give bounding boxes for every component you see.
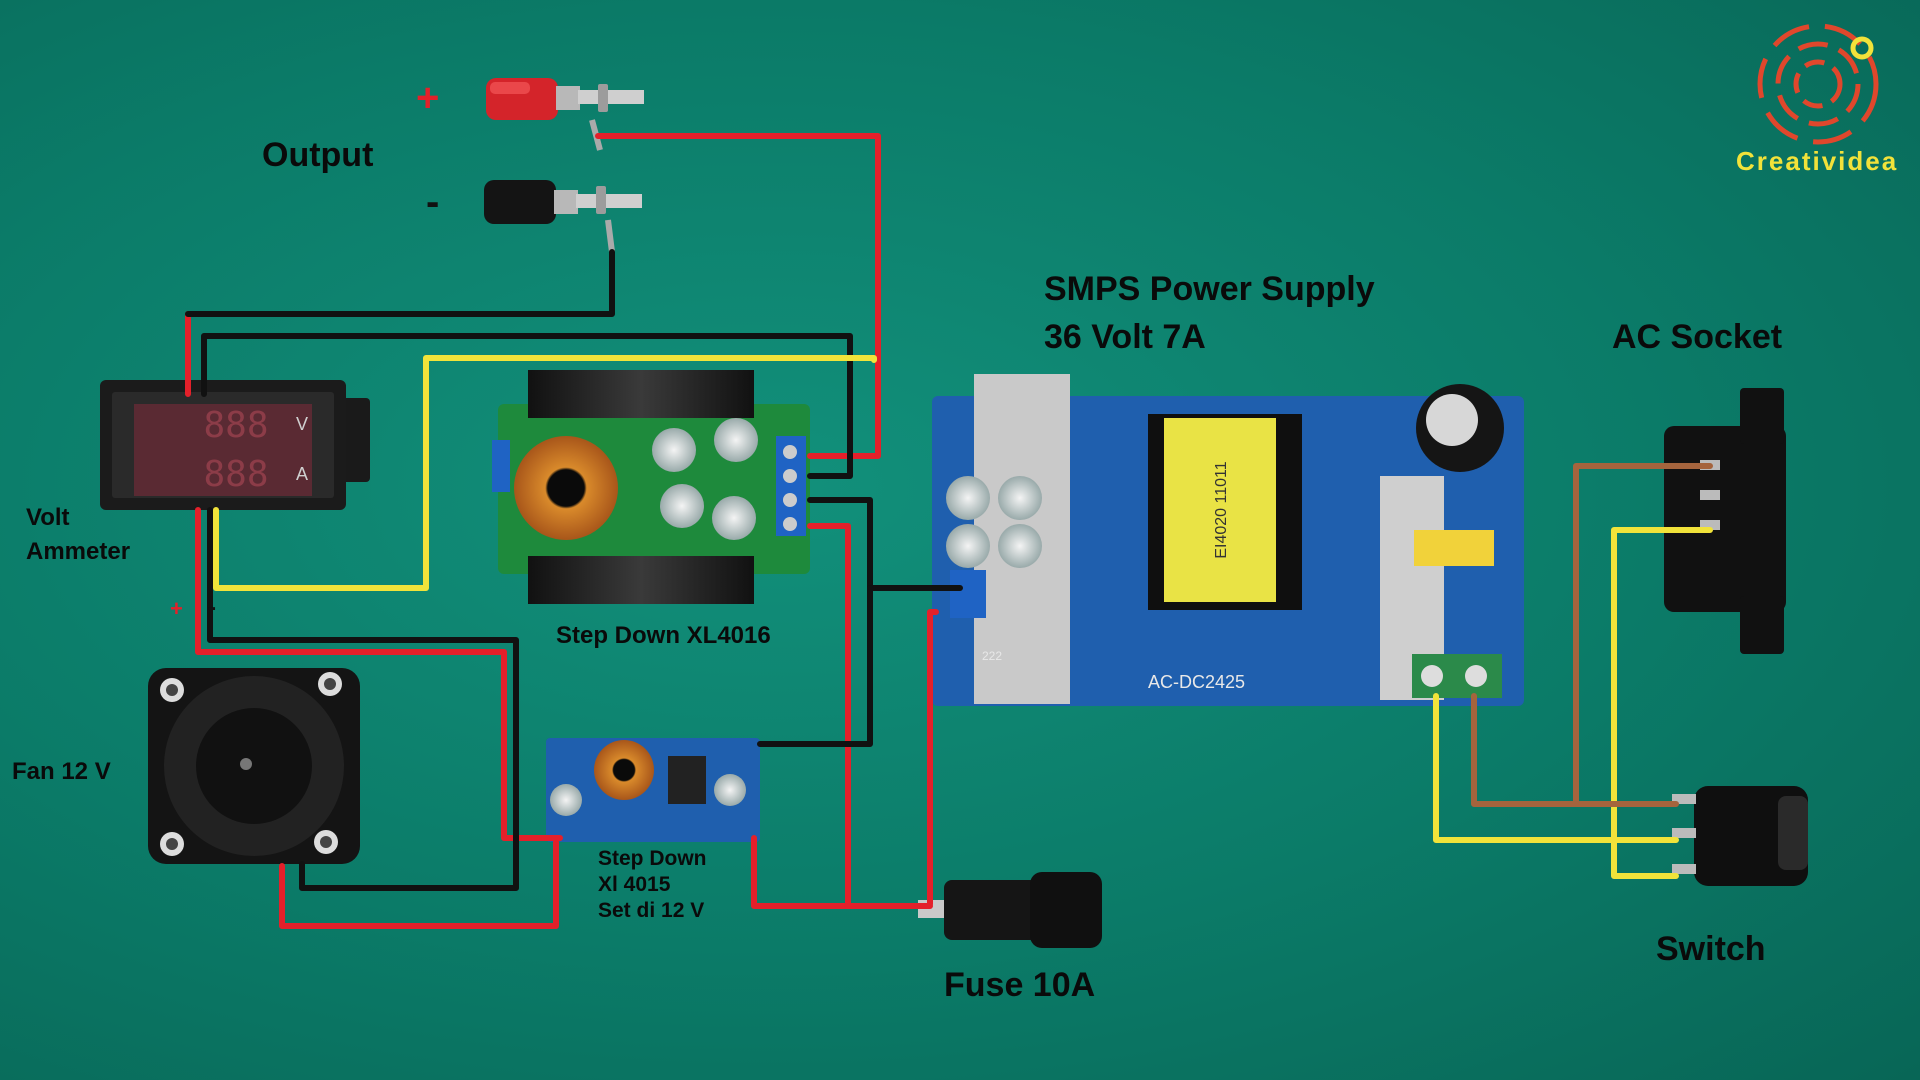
wire-brown-ac (1471, 693, 1679, 807)
smps-model-text: AC-DC2425 (1148, 672, 1245, 692)
wire-black-meter-negative (207, 507, 519, 891)
smps-power-supply: EI4020 11011 AC-DC2425 222 (932, 374, 1524, 706)
label-xl4015-line2: Xl 4015 (598, 873, 671, 896)
meter-unit-a: A (296, 464, 308, 484)
meter-unit-v: V (296, 414, 308, 434)
meter-volt-display: 888 (203, 405, 268, 446)
fuse-holder (918, 872, 1102, 948)
output-minus-sign: - (426, 180, 440, 224)
wire-yellow-switch (1611, 527, 1713, 879)
wire-red-output (595, 133, 881, 459)
label-ammeter: Ammeter (26, 538, 131, 565)
label-smps-rating: 36 Volt 7A (1044, 318, 1206, 356)
volt-ammeter: 888 888 V A (100, 380, 370, 510)
meter-amp-display: 888 (203, 454, 268, 495)
wire-red-xl4015-input (751, 835, 851, 909)
wire-black-smps-negative (807, 497, 963, 591)
wire-red-meter-positive (195, 507, 563, 841)
label-output: Output (262, 136, 374, 174)
label-xl4015-line1: Step Down (598, 847, 707, 870)
wire-red-smps-bus (927, 609, 939, 907)
output-terminal-positive (486, 78, 644, 151)
brand-logo (1757, 23, 1879, 145)
fan-12v (148, 668, 360, 864)
brand-name: Creatividea (1736, 146, 1899, 176)
wire-red-fan (279, 839, 559, 929)
label-xl4015-line3: Set di 12 V (598, 899, 705, 922)
label-fan: Fan 12 V (12, 758, 111, 785)
wire-black-output (185, 249, 615, 317)
label-step-down-xl4016: Step Down XL4016 (556, 622, 771, 649)
label-fuse: Fuse 10A (944, 966, 1096, 1004)
wire-black-xl4015 (757, 585, 873, 747)
wire-black-meter-loop (201, 333, 853, 479)
step-down-xl4015 (546, 738, 760, 842)
wire-yellow-ac (1433, 693, 1679, 843)
wire-yellow-meter (213, 355, 877, 591)
label-smps-title: SMPS Power Supply (1044, 270, 1375, 308)
transformer-label: EI4020 11011 (1213, 461, 1230, 558)
output-terminal-negative (484, 180, 642, 253)
output-plus-sign: + (416, 76, 440, 120)
label-volt: Volt (26, 504, 70, 531)
meter-minus-sign: - (208, 594, 216, 621)
wire-red-xl4016-input (807, 523, 933, 909)
label-ac-socket: AC Socket (1612, 318, 1783, 356)
smps-cap-code: 222 (982, 649, 1002, 663)
label-switch: Switch (1656, 930, 1766, 968)
rocker-switch (1672, 786, 1808, 886)
ac-socket (1664, 388, 1786, 654)
meter-plus-sign: + (170, 596, 183, 621)
step-down-xl4016 (492, 370, 810, 604)
wire-brown-socket (1573, 463, 1713, 807)
